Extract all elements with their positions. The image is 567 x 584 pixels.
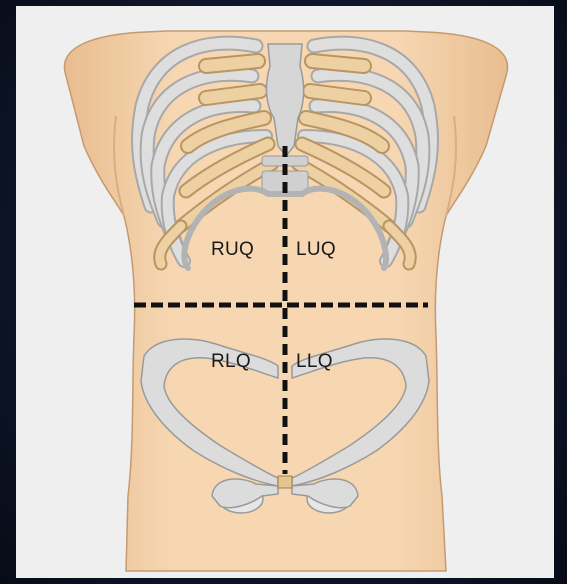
abdomen-illustration: RUQ LUQ RLQ LLQ: [16, 6, 554, 578]
label-llq: LLQ: [296, 351, 333, 372]
label-rlq: RLQ: [211, 351, 251, 372]
label-luq: LUQ: [296, 239, 336, 260]
illustration-panel: RUQ LUQ RLQ LLQ: [16, 6, 554, 578]
label-ruq: RUQ: [211, 239, 254, 260]
pubic-symphysis: [278, 476, 292, 488]
